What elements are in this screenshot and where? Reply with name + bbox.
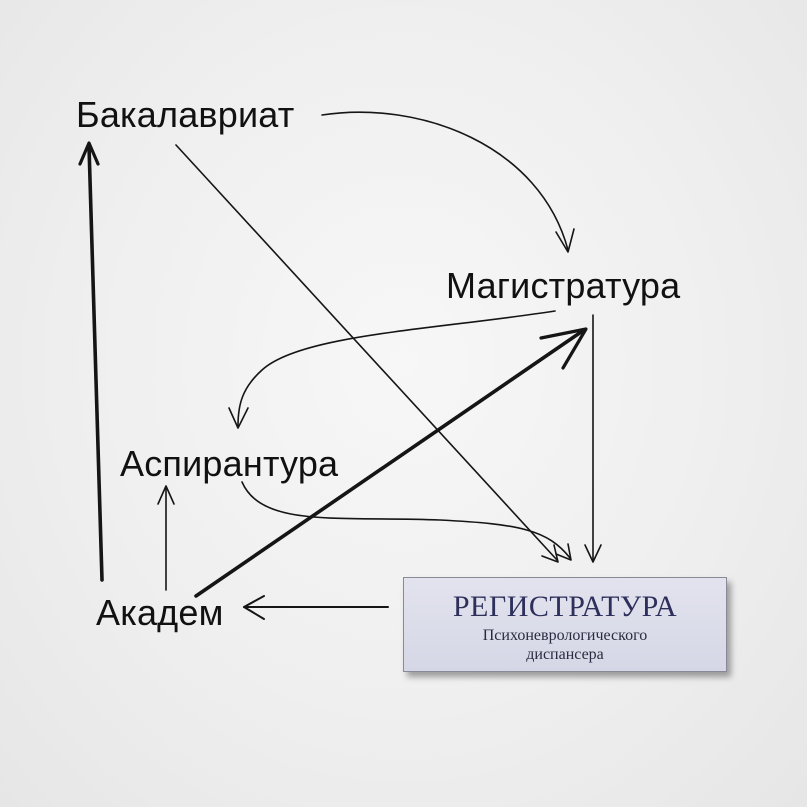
arrow-akad-to-bak (87, 144, 104, 582)
arrowhead-mag-to-reg (584, 544, 602, 563)
arrowhead-bak-to-mag (555, 228, 575, 253)
registry-subtitle-line1: Психоневрологического (482, 627, 648, 644)
arrow-asp-to-reg (241, 481, 571, 559)
arrowhead-akad-to-mag (539, 327, 588, 370)
arrow-bak-to-reg (175, 144, 558, 561)
arrowhead-akad-to-asp (157, 485, 175, 505)
node-aspirantura: Аспирантура (120, 443, 339, 484)
registry-sign: РЕГИСТРАТУРА Психоневрологического диспа… (403, 577, 727, 672)
registry-subtitle: Психоневрологического диспансера (404, 626, 726, 664)
registry-title: РЕГИСТРАТУРА (452, 590, 678, 623)
arrowhead-reg-to-akad (243, 595, 265, 620)
arrow-mag-to-asp (237, 310, 556, 427)
node-magistratura: Магистратура (446, 265, 681, 306)
arrow-akad-to-mag (194, 328, 586, 598)
node-akadem: Академ (96, 592, 224, 633)
arrowhead-akad-to-bak (78, 141, 100, 166)
arrowhead-bak-to-reg (541, 544, 559, 563)
registry-subtitle-line2: диспансера (526, 646, 604, 663)
arrow-bak-to-mag (321, 111, 569, 251)
node-bakalavriat: Бакалавриат (76, 94, 295, 135)
arrowhead-asp-to-reg (555, 543, 572, 561)
arrowhead-mag-to-asp (228, 407, 249, 429)
